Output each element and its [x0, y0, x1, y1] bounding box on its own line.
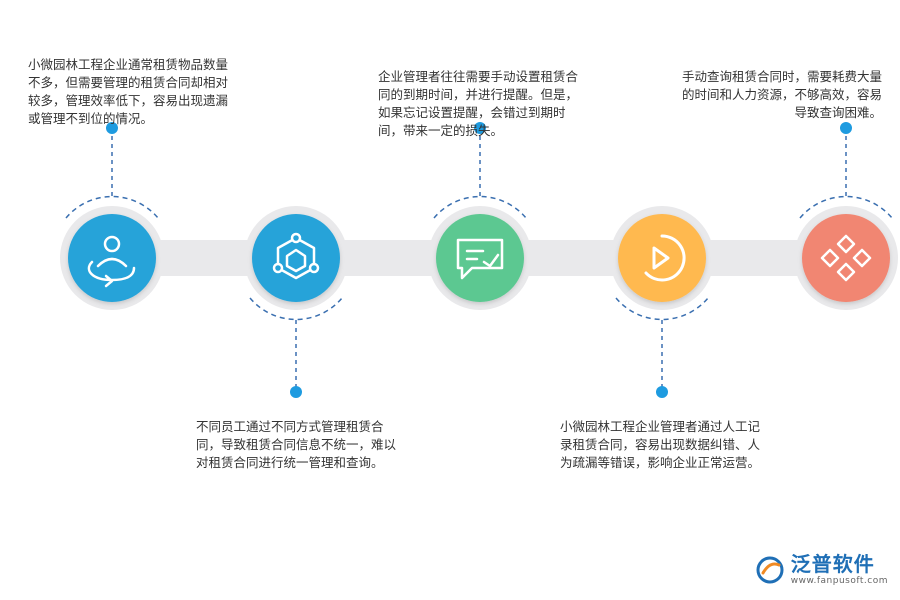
anchor-dots: [106, 122, 852, 398]
node-4: [618, 214, 706, 302]
note-2: 不同员工通过不同方式管理租赁合同，导致租赁合同信息不统一，难以对租赁合同进行统一…: [196, 419, 397, 470]
fanpu-logo-icon: [756, 556, 784, 584]
anchor-dot-1: [106, 122, 118, 134]
arc-top-5: [799, 195, 893, 219]
leader-lines: [111, 128, 847, 390]
brand-watermark: 泛普软件 www.fanpusoft.com: [755, 554, 888, 586]
brand-url: www.fanpusoft.com: [790, 576, 888, 586]
arc-top-1: [65, 195, 159, 219]
note-1: 小微园林工程企业通常租赁物品数量不多，但需要管理的租赁合同却相对较多，管理效率低…: [28, 57, 229, 126]
node-2: [252, 214, 340, 302]
anchor-dot-3: [474, 122, 486, 134]
anchor-dot-5: [840, 122, 852, 134]
node-1: [68, 214, 156, 302]
person-rotate-icon: [87, 235, 136, 288]
brand-name: 泛普软件: [790, 552, 875, 576]
note-5: 手动查询租赁合同时，需要耗费大量的时间和人力资源，不够高效，容易导致查询困难。: [681, 69, 882, 120]
node-3: [436, 214, 524, 302]
note-4: 小微园林工程企业管理者通过人工记录租赁合同，容易出现数据纠错、人为疏漏等错误，影…: [560, 419, 761, 470]
arc-bottom-2: [249, 297, 343, 321]
dashed-arcs: [65, 195, 893, 321]
arc-bottom-4: [615, 297, 709, 321]
anchor-dot-2: [290, 386, 302, 398]
arc-top-3: [433, 195, 527, 219]
anchor-dot-4: [656, 386, 668, 398]
pie-chart-icon: [644, 234, 686, 282]
message-check-icon: [456, 238, 504, 280]
network-hexagon-icon: [272, 232, 320, 280]
diamond-grid-icon: [820, 234, 872, 282]
note-3: 企业管理者往往需要手动设置租赁合同的到期时间，并进行提醒。但是，如果忘记设置提醒…: [378, 69, 579, 138]
node-5: [802, 214, 890, 302]
